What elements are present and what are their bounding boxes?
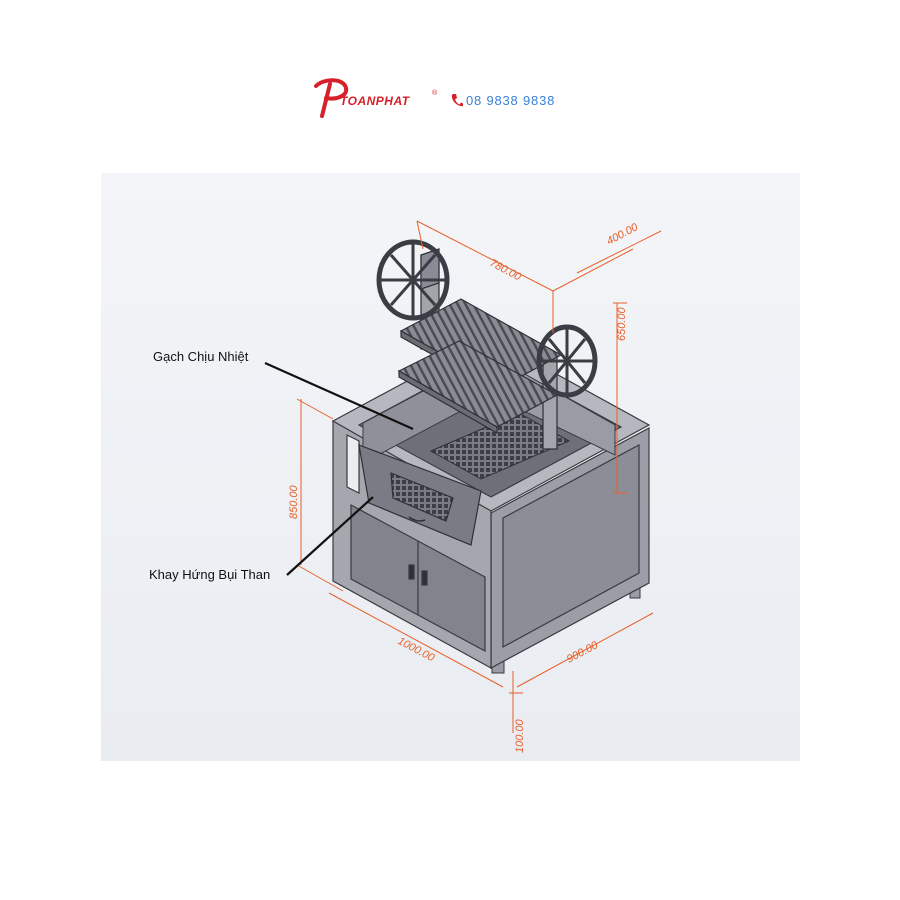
grill-racks (397, 298, 563, 435)
dim-leg-height: 100.00 (514, 718, 526, 753)
hand-wheels (376, 239, 598, 398)
grill-diagram: 780.00 400.00 650.00 850.00 1000.00 900.… (101, 173, 800, 761)
ash-tray (358, 444, 482, 546)
brand-header: TOANPHAT ® 08 9838 9838 (310, 76, 600, 120)
label-firebrick: Gạch Chịu Nhiệt (153, 349, 249, 364)
grill-drawing: 780.00 400.00 650.00 850.00 1000.00 900.… (101, 173, 800, 761)
dim-body-height: 850.00 (288, 484, 300, 519)
label-ash-tray: Khay Hứng Bụi Than (149, 567, 270, 582)
phone-number[interactable]: 08 9838 9838 (466, 93, 556, 108)
dim-grill-height: 650.00 (616, 306, 628, 341)
phone-icon (451, 94, 463, 107)
brand-name: TOANPHAT (340, 94, 410, 108)
logo-mark-icon (314, 78, 349, 118)
callouts (264, 361, 414, 576)
registered-mark: ® (432, 90, 438, 97)
dimension-lines (296, 220, 662, 733)
